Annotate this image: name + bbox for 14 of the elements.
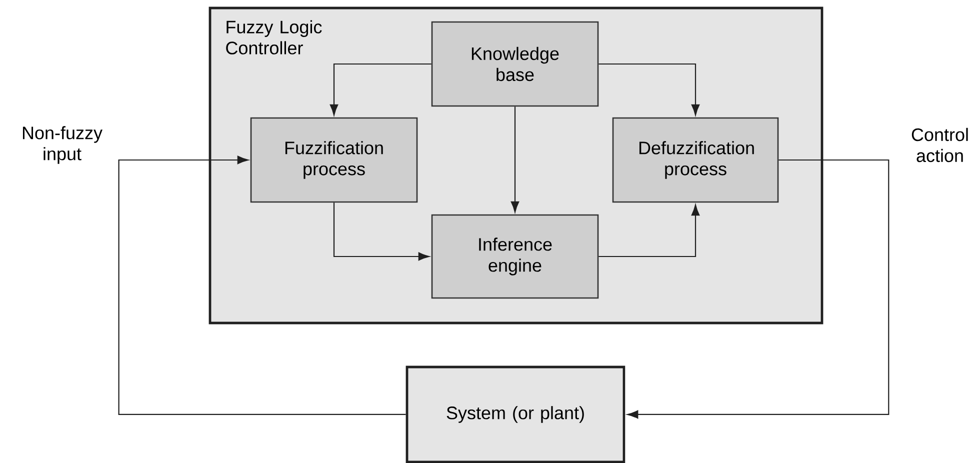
- arrow: [333, 202, 430, 261]
- arrow: [598, 204, 700, 258]
- process-box: Defuzzification process: [612, 117, 779, 203]
- process-box: Fuzzification process: [250, 117, 418, 203]
- process-box: Knowledge base: [431, 21, 599, 107]
- arrow: [598, 63, 700, 116]
- edge-label: Non-fuzzy input: [22, 126, 102, 164]
- system-box: System (or plant): [406, 366, 626, 463]
- arrow: [118, 156, 406, 416]
- arrow: [510, 106, 520, 212]
- arrow: [330, 63, 432, 116]
- process-box: Inference engine: [431, 214, 599, 299]
- arrow: [627, 159, 890, 419]
- edge-label: Control action: [912, 128, 968, 162]
